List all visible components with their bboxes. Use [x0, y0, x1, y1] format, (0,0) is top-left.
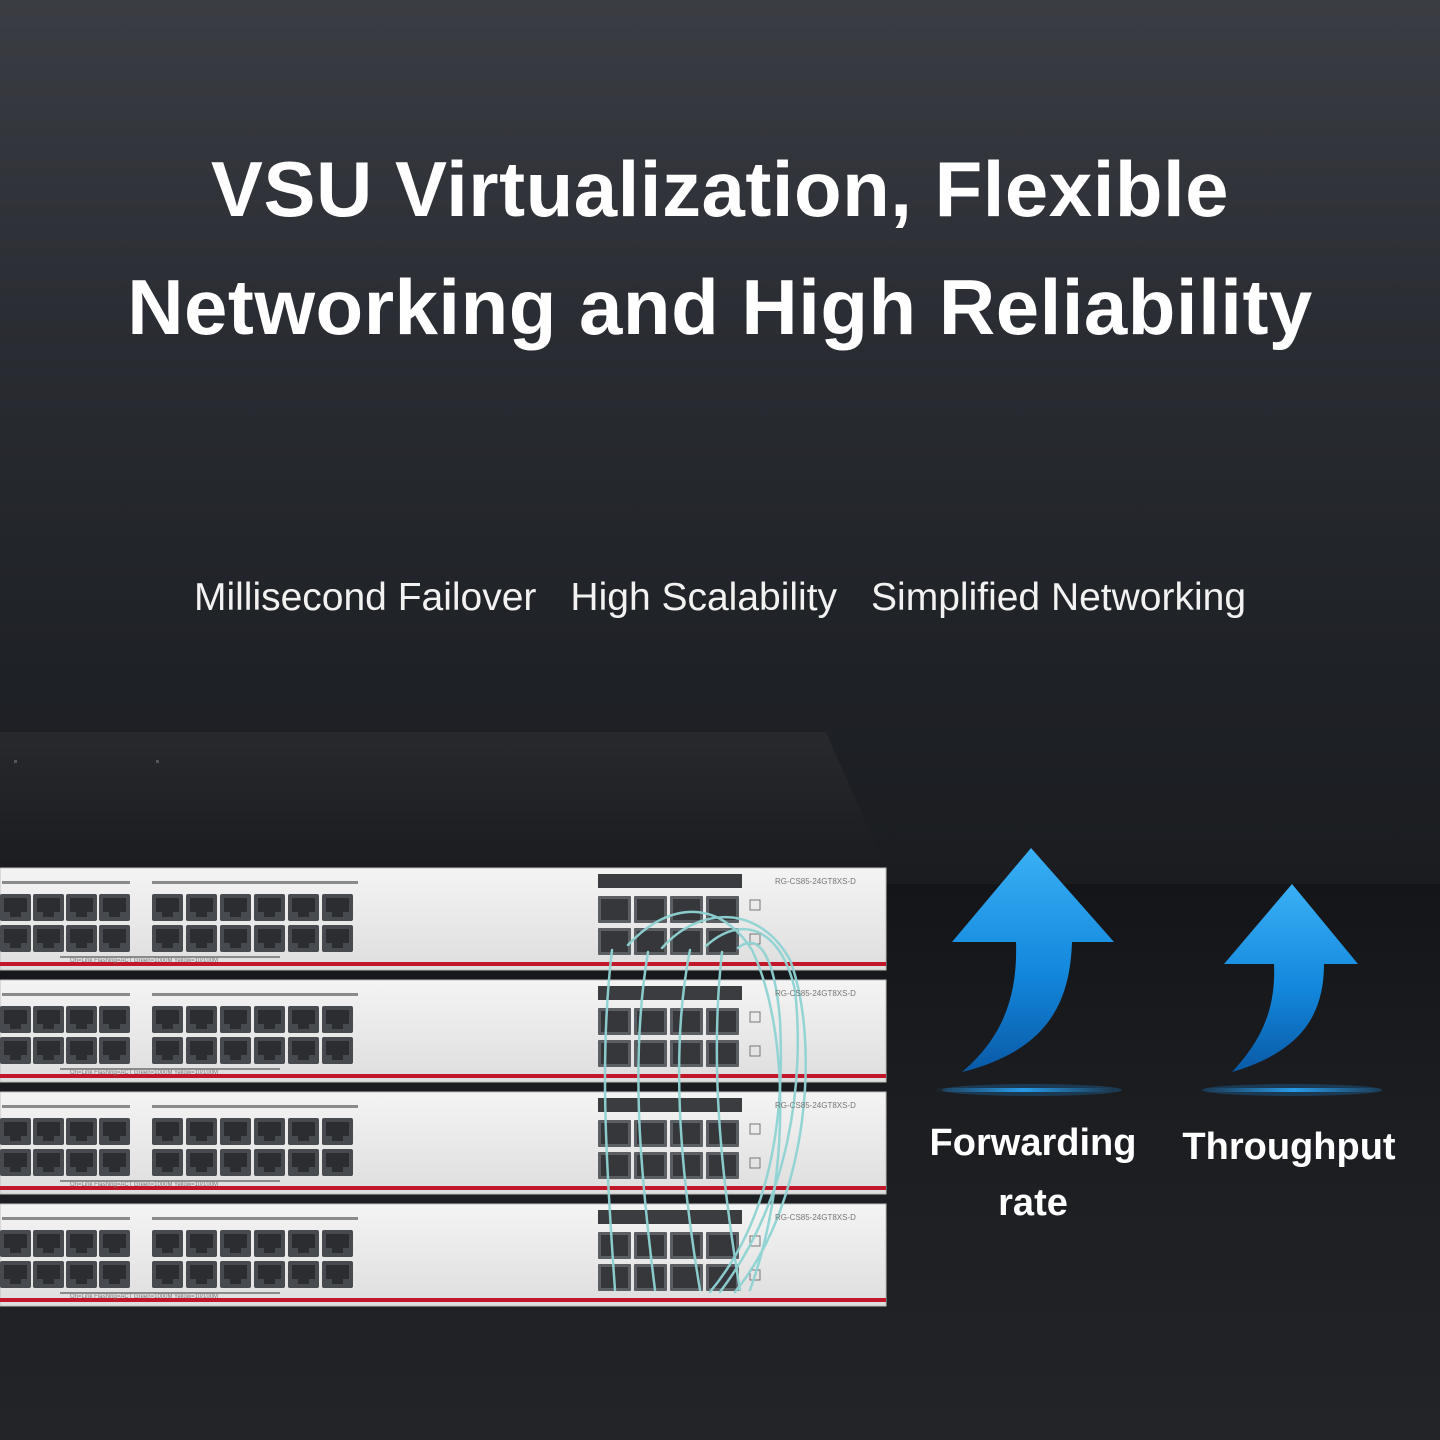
headline-line-1: VSU Virtualization, Flexible	[210, 145, 1230, 233]
feature-failover: Millisecond Failover	[193, 576, 537, 619]
forwarding-underline	[934, 1088, 1112, 1092]
throughput-underline	[1204, 1088, 1384, 1092]
feature-simplified-networking: Simplified Networking	[871, 576, 1247, 619]
switch-legend-label: On=Link Flashing=ACT Green=1000M Yellow=…	[70, 1294, 218, 1300]
metric-throughput: Throughput	[1166, 1117, 1412, 1177]
up-arrow-icon-forwarding	[942, 848, 1122, 1096]
metric-forwarding-rate: Forwarding rate	[914, 1113, 1152, 1233]
metric-forwarding-label-line-2: rate	[998, 1182, 1068, 1224]
switch-legend-label: On=Link Flashing=ACT Green=1000M Yellow=…	[70, 1070, 218, 1076]
feature-list: Millisecond Failover High Scalability Si…	[0, 576, 1440, 620]
metric-throughput-label: Throughput	[1182, 1126, 1396, 1168]
switch-legend-label: On=Link Flashing=ACT Green=1000M Yellow=…	[70, 1182, 218, 1188]
switch-model-label: RG-CS85-24GT8XS-D	[775, 877, 856, 886]
metric-forwarding-label-line-1: Forwarding	[929, 1122, 1137, 1164]
switch-model-label: RG-CS85-24GT8XS-D	[775, 1213, 856, 1222]
feature-scalability: High Scalability	[570, 576, 838, 619]
switch-model-label: RG-CS85-24GT8XS-D	[775, 1101, 856, 1110]
headline-line-2: Networking and High Reliability	[127, 263, 1313, 351]
switch-legend-label: On=Link Flashing=ACT Green=1000M Yellow=…	[70, 958, 218, 964]
headline: VSU Virtualization, Flexible Networking …	[0, 130, 1440, 366]
up-arrow-icon-throughput	[1202, 884, 1382, 1096]
switch-model-label: RG-CS85-24GT8XS-D	[775, 989, 856, 998]
